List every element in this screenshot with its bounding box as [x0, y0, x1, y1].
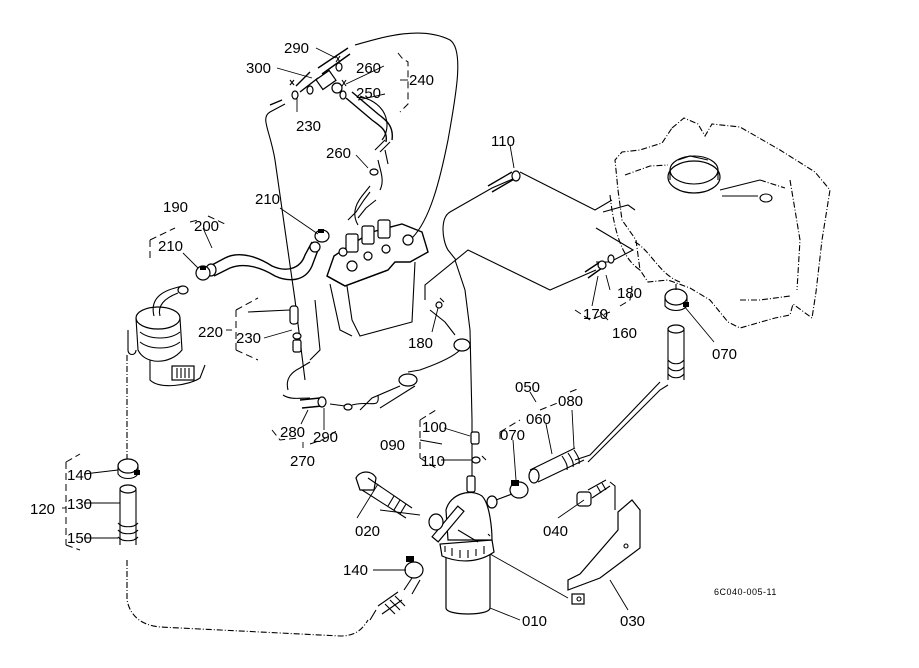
label-100: 100 [422, 419, 447, 436]
label-210-lower: 210 [158, 238, 183, 255]
injection-pump[interactable] [326, 191, 429, 337]
fuel-tank[interactable] [609, 117, 831, 329]
label-030: 030 [620, 613, 645, 630]
label-140-left: 140 [67, 467, 92, 484]
label-210-upper: 210 [255, 191, 280, 208]
clamp-210-lower[interactable] [195, 265, 211, 281]
label-090: 090 [380, 437, 405, 454]
hose-080-right[interactable] [664, 284, 689, 380]
filter-inlet-pipe [454, 259, 473, 421]
label-260-top: 260 [356, 60, 381, 77]
label-250: 250 [356, 85, 381, 102]
figure-code: 6C040-005-11 [714, 587, 777, 597]
return-pipe-lower [424, 249, 597, 300]
return-pipe [265, 103, 306, 381]
hose-clamp-070[interactable] [509, 480, 529, 499]
label-190: 190 [163, 199, 188, 216]
label-180-right: 180 [617, 285, 642, 302]
label-160: 160 [612, 325, 637, 342]
label-070-mid: 070 [500, 427, 525, 444]
filter-bracket[interactable] [489, 481, 641, 605]
hose-060[interactable] [528, 447, 585, 484]
hose-clamp-assembly-left[interactable] [117, 458, 140, 545]
label-050: 050 [515, 379, 540, 396]
label-270: 270 [290, 453, 315, 470]
label-280: 280 [280, 424, 305, 441]
delivery-valve [345, 191, 391, 253]
fuel-filter[interactable] [379, 420, 513, 615]
label-080: 080 [558, 393, 583, 410]
bolt-020[interactable] [355, 471, 413, 519]
label-300: 300 [246, 60, 271, 77]
label-220: 220 [198, 324, 223, 341]
bolt-040[interactable] [576, 479, 611, 507]
label-180-left: 180 [408, 335, 433, 352]
label-120: 120 [30, 501, 55, 518]
label-230-lower: 230 [236, 330, 261, 347]
label-290-top: 290 [284, 40, 309, 57]
label-040: 040 [543, 523, 568, 540]
label-010: 010 [522, 613, 547, 630]
supply-pipe [442, 171, 613, 261]
hose-200[interactable] [209, 241, 313, 270]
label-230-top: 230 [296, 118, 321, 135]
label-260-lower: 260 [326, 145, 351, 162]
clip-290-top[interactable] [335, 55, 343, 72]
label-170: 170 [583, 306, 608, 323]
clip-110-lower[interactable] [470, 431, 487, 464]
clip-180-left[interactable] [435, 297, 445, 309]
label-150: 150 [67, 530, 92, 547]
label-290-lower: 290 [313, 429, 338, 446]
clip-260-top[interactable] [339, 79, 347, 100]
label-240: 240 [409, 72, 434, 89]
label-200: 200 [194, 218, 219, 235]
clamp-210-upper[interactable] [314, 229, 330, 243]
label-060: 060 [526, 411, 551, 428]
fuel-feed-pump[interactable] [127, 285, 206, 387]
clip-230-top[interactable] [289, 79, 299, 100]
label-070-right: 070 [712, 346, 737, 363]
label-110-lower: 110 [421, 453, 445, 470]
label-110-top: 110 [491, 133, 515, 150]
hose-clamp-140-lower[interactable] [369, 556, 424, 621]
overflow-pipe [354, 32, 459, 239]
label-020: 020 [355, 523, 380, 540]
label-140-lower: 140 [343, 562, 368, 579]
label-130: 130 [67, 496, 92, 513]
